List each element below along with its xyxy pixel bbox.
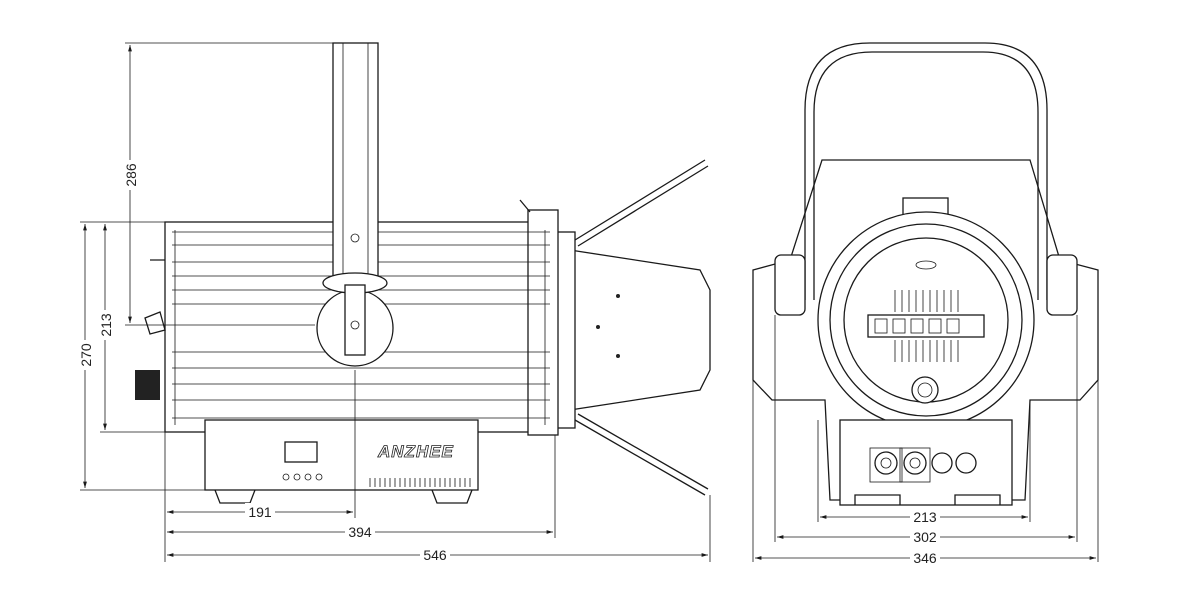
dim-body-width: 302 xyxy=(913,529,937,545)
control-base: ANZHEE xyxy=(204,419,479,504)
focus-knob xyxy=(135,370,160,400)
dim-base-to-yoke: 191 xyxy=(248,504,272,520)
dim-total-width: 346 xyxy=(913,550,937,566)
front-dimensions: 213 302 346 xyxy=(752,315,1099,567)
connector-panel xyxy=(869,447,977,483)
brand-logo: ANZHEE xyxy=(377,442,454,461)
yoke-arc xyxy=(804,42,1048,300)
dim-body-height: 213 xyxy=(98,313,114,337)
yoke xyxy=(316,42,394,367)
side-view: ANZHEE 286 213 270 191 394 5 xyxy=(75,42,711,564)
barn-doors xyxy=(554,159,711,496)
dim-inner-width: 213 xyxy=(913,509,937,525)
dim-total-length: 546 xyxy=(423,547,447,563)
front-view: 213 302 346 xyxy=(752,42,1099,567)
side-dimensions: 286 213 270 191 394 546 xyxy=(75,42,711,564)
display-screen xyxy=(284,441,318,463)
dim-total-height: 270 xyxy=(78,343,94,367)
dim-yoke-height: 286 xyxy=(123,163,139,187)
dim-body-length: 394 xyxy=(348,524,372,540)
